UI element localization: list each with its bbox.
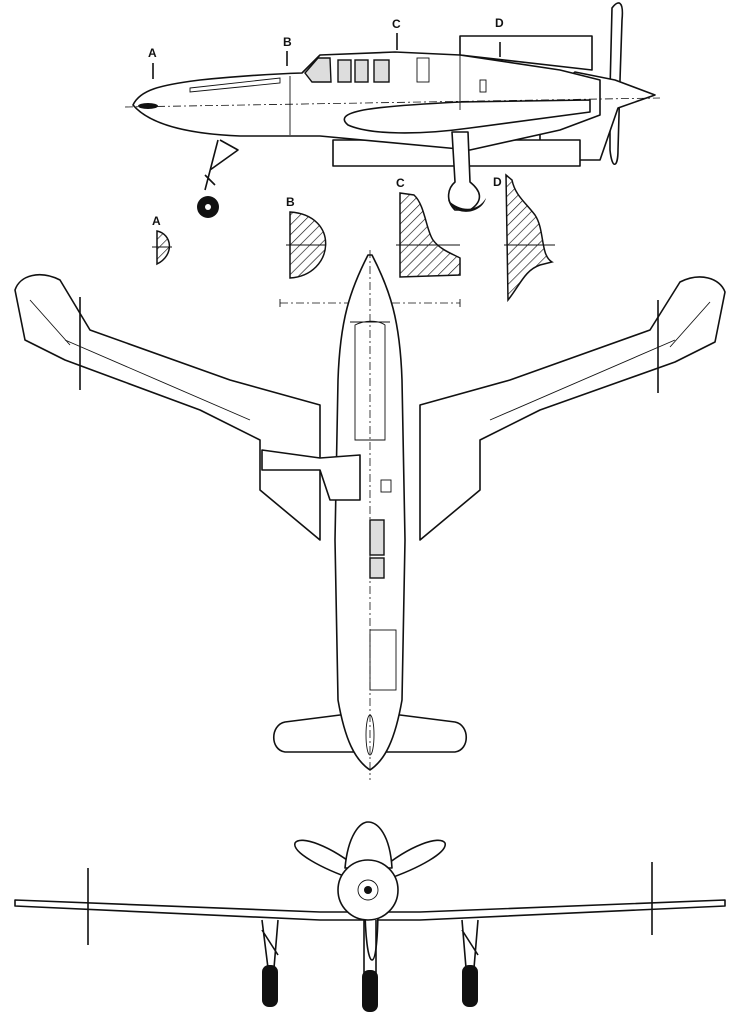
section-label-b: B xyxy=(286,195,295,209)
wing-fairing xyxy=(343,99,591,134)
right-wing xyxy=(419,276,726,541)
left-wing xyxy=(14,274,321,541)
section-d xyxy=(505,173,554,303)
left-wheel xyxy=(262,965,278,1007)
cockpit-window xyxy=(369,557,385,579)
right-wheel xyxy=(462,965,478,1007)
section-a xyxy=(156,230,171,266)
station-marker-d: D xyxy=(495,16,504,30)
left-gear xyxy=(261,919,279,969)
section-label-c: C xyxy=(396,176,405,190)
right-gear xyxy=(461,919,479,969)
canopy-panel xyxy=(354,59,369,83)
front-view xyxy=(14,821,726,1012)
wing-root-fairing xyxy=(261,449,361,501)
station-marker-b: B xyxy=(283,35,292,49)
plan-view xyxy=(14,250,726,780)
section-label-d: D xyxy=(493,175,502,189)
canopy-panel xyxy=(373,59,390,83)
side-view: A B C D xyxy=(124,2,661,218)
center-gear xyxy=(363,920,377,975)
windscreen xyxy=(304,57,332,83)
canopy-front xyxy=(344,821,393,869)
hatch xyxy=(479,79,487,93)
dorsal-fin xyxy=(459,35,593,71)
window xyxy=(416,57,430,83)
station-marker-a: A xyxy=(148,46,157,60)
main-landing-gear xyxy=(204,139,239,191)
section-c xyxy=(399,192,461,278)
propeller-blade xyxy=(379,839,446,881)
propeller-blade xyxy=(294,839,361,881)
canopy-panel xyxy=(337,59,352,83)
center-wheel xyxy=(362,970,378,1012)
section-label-a: A xyxy=(152,214,161,228)
station-marker-c: C xyxy=(392,17,401,31)
cockpit-window xyxy=(369,519,385,556)
cross-sections: A B C D xyxy=(152,173,555,307)
